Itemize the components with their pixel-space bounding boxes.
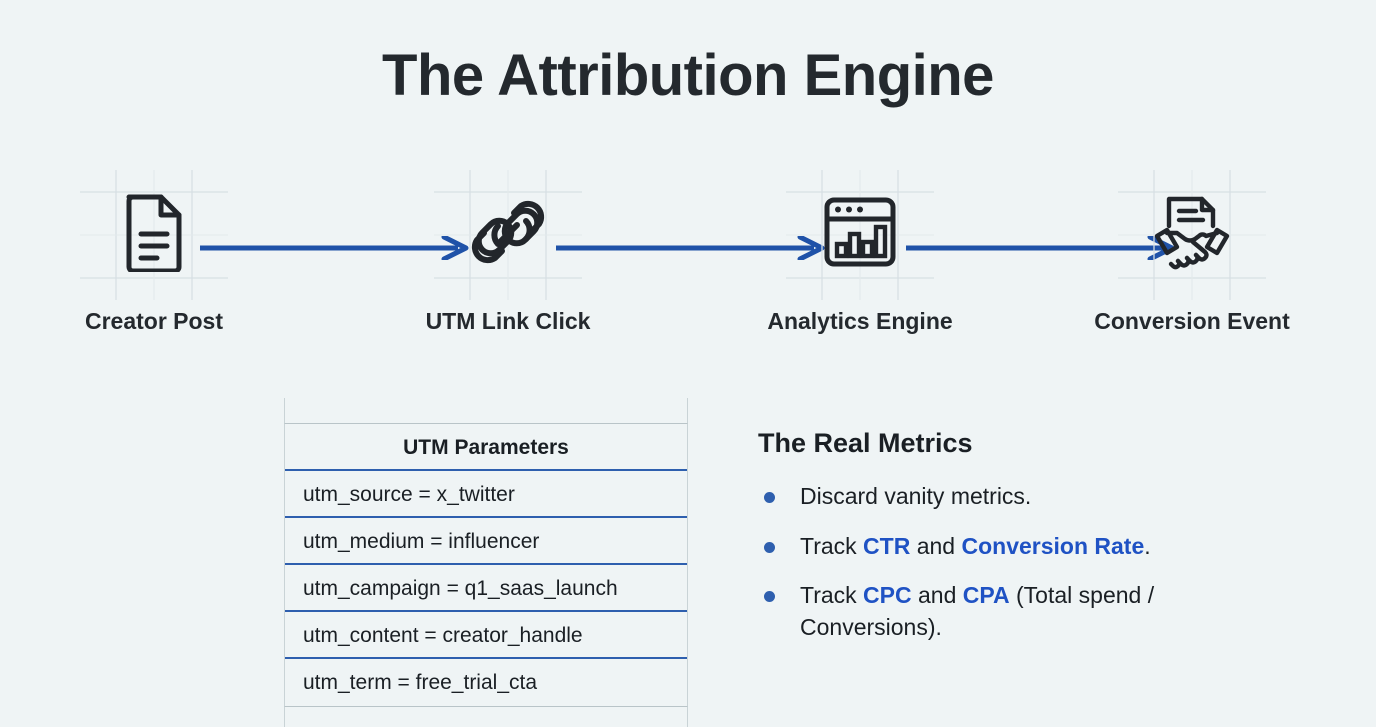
arrow-right-icon — [200, 236, 470, 260]
flow-node-label: Conversion Event — [1094, 308, 1290, 334]
document-icon — [34, 182, 274, 282]
analytics-window-icon — [740, 182, 980, 282]
list-item-text: Discard vanity metrics. — [800, 483, 1032, 509]
table-rail-bottom — [284, 707, 688, 727]
table-body: UTM Parameters utm_source = x_twitter ut… — [284, 423, 688, 707]
list-item-text: (Total spend / Conversions). — [800, 582, 1155, 641]
list-item-text: and — [911, 582, 963, 609]
metric-keyword: Conversion Rate — [961, 532, 1145, 559]
real-metrics-panel: The Real Metrics Discard vanity metrics.… — [758, 428, 1228, 662]
metric-keyword: CPC — [863, 582, 912, 609]
utm-parameters-table: UTM Parameters utm_source = x_twitter ut… — [284, 398, 688, 727]
table-header: UTM Parameters — [285, 424, 687, 471]
flow-node-conversion-event: Conversion Event — [1072, 160, 1312, 360]
metric-keyword: CTR — [863, 532, 911, 559]
table-row: utm_medium = influencer — [285, 518, 687, 565]
flow-node-creator-post: Creator Post — [34, 160, 274, 360]
bullet-dot-icon — [764, 591, 775, 603]
handshake-document-icon — [1072, 182, 1312, 282]
flow-node-label: Creator Post — [84, 308, 224, 334]
grid-backdrop — [1118, 170, 1266, 300]
table-row: utm_source = x_twitter — [285, 471, 687, 518]
bullet-dot-icon — [764, 492, 775, 503]
metrics-title: The Real Metrics — [758, 428, 973, 458]
table-row: utm_campaign = q1_saas_launch — [285, 565, 687, 612]
page-title: The Attribution Engine — [382, 43, 994, 108]
list-item: Discard vanity metrics. — [758, 481, 1228, 513]
table-row: utm_content = creator_handle — [285, 612, 687, 659]
attribution-flow: Creator Post — [0, 160, 1376, 360]
link-chain-icon — [388, 182, 628, 282]
metric-keyword: CPA — [962, 582, 1010, 609]
table-rail-top — [284, 398, 688, 423]
list-item: Track CTR and Conversion Rate. — [758, 531, 1228, 563]
list-item-text: . — [1144, 532, 1151, 559]
flow-node-utm-link-click: UTM Link Click — [388, 160, 628, 360]
list-item: Track CPC and CPA (Total spend / Convers… — [758, 580, 1228, 643]
list-item-text: Track — [800, 532, 864, 559]
flow-node-label: UTM Link Click — [425, 308, 591, 334]
table-row: utm_term = free_trial_cta — [303, 671, 538, 694]
flow-node-label: Analytics Engine — [767, 308, 953, 334]
bullet-dot-icon — [764, 541, 775, 553]
flow-node-analytics-engine: Analytics Engine — [740, 160, 980, 360]
metrics-bullet-list: Discard vanity metrics. Track CTR and Con… — [758, 481, 1228, 644]
list-item-text: Track — [800, 582, 864, 609]
list-item-text: and — [910, 532, 962, 559]
